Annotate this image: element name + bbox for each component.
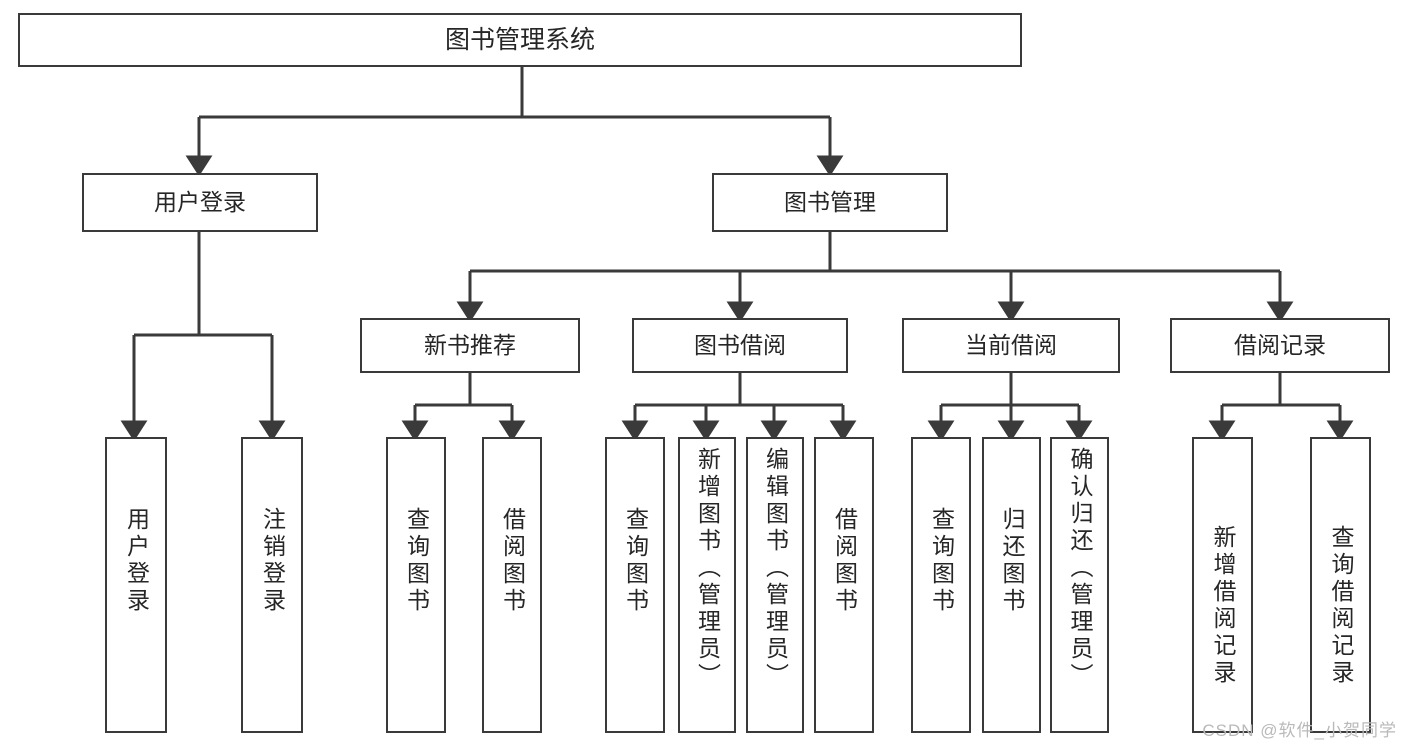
- node-label: 新增图书（管理员）: [694, 447, 721, 690]
- node-label: 新增借阅记录: [1210, 525, 1236, 687]
- node-current-borrow[interactable]: 当前借阅: [902, 318, 1120, 373]
- node-label: 图书借阅: [694, 332, 786, 358]
- node-label: 图书管理: [784, 189, 876, 215]
- leaf-add-borrow-record[interactable]: 新增借阅记录: [1192, 437, 1253, 733]
- leaf-query-book-borrow[interactable]: 查询图书: [605, 437, 665, 733]
- node-label: 新书推荐: [424, 332, 516, 358]
- leaf-confirm-return-admin[interactable]: 确认归还（管理员）: [1050, 437, 1109, 733]
- node-label: 借阅图书: [499, 507, 526, 615]
- node-label: 图书管理系统: [444, 25, 595, 54]
- node-label: 注销登录: [259, 507, 286, 615]
- node-label: 归还图书: [999, 507, 1025, 615]
- leaf-query-book-current[interactable]: 查询图书: [911, 437, 971, 733]
- node-borrow-records[interactable]: 借阅记录: [1170, 318, 1390, 373]
- leaf-logout-login[interactable]: 注销登录: [241, 437, 303, 733]
- node-label: 编辑图书（管理员）: [762, 447, 789, 690]
- leaf-query-book-recommend[interactable]: 查询图书: [386, 437, 446, 733]
- node-new-book-recommend[interactable]: 新书推荐: [360, 318, 580, 373]
- node-user-login[interactable]: 用户登录: [82, 173, 318, 232]
- node-label: 查询借阅记录: [1328, 525, 1354, 687]
- node-label: 查询图书: [928, 507, 955, 615]
- watermark: CSDN @软件_小贺同学: [1202, 721, 1397, 740]
- node-label: 当前借阅: [965, 332, 1057, 358]
- node-label: 借阅图书: [831, 507, 858, 615]
- node-label: 确认归还（管理员）: [1067, 447, 1093, 690]
- leaf-add-book-admin[interactable]: 新增图书（管理员）: [678, 437, 736, 733]
- node-label: 查询图书: [403, 507, 430, 615]
- node-root-system[interactable]: 图书管理系统: [18, 13, 1022, 67]
- leaf-borrow-book-recommend[interactable]: 借阅图书: [482, 437, 542, 733]
- node-book-management[interactable]: 图书管理: [712, 173, 948, 232]
- node-label: 用户登录: [154, 189, 246, 215]
- node-book-borrow[interactable]: 图书借阅: [632, 318, 848, 373]
- leaf-query-borrow-record[interactable]: 查询借阅记录: [1310, 437, 1371, 733]
- leaf-return-book[interactable]: 归还图书: [982, 437, 1041, 733]
- node-label: 用户登录: [123, 507, 150, 615]
- node-label: 借阅记录: [1234, 332, 1326, 358]
- node-label: 查询图书: [622, 507, 649, 615]
- leaf-borrow-book[interactable]: 借阅图书: [814, 437, 874, 733]
- leaf-edit-book-admin[interactable]: 编辑图书（管理员）: [746, 437, 804, 733]
- leaf-user-login[interactable]: 用户登录: [105, 437, 167, 733]
